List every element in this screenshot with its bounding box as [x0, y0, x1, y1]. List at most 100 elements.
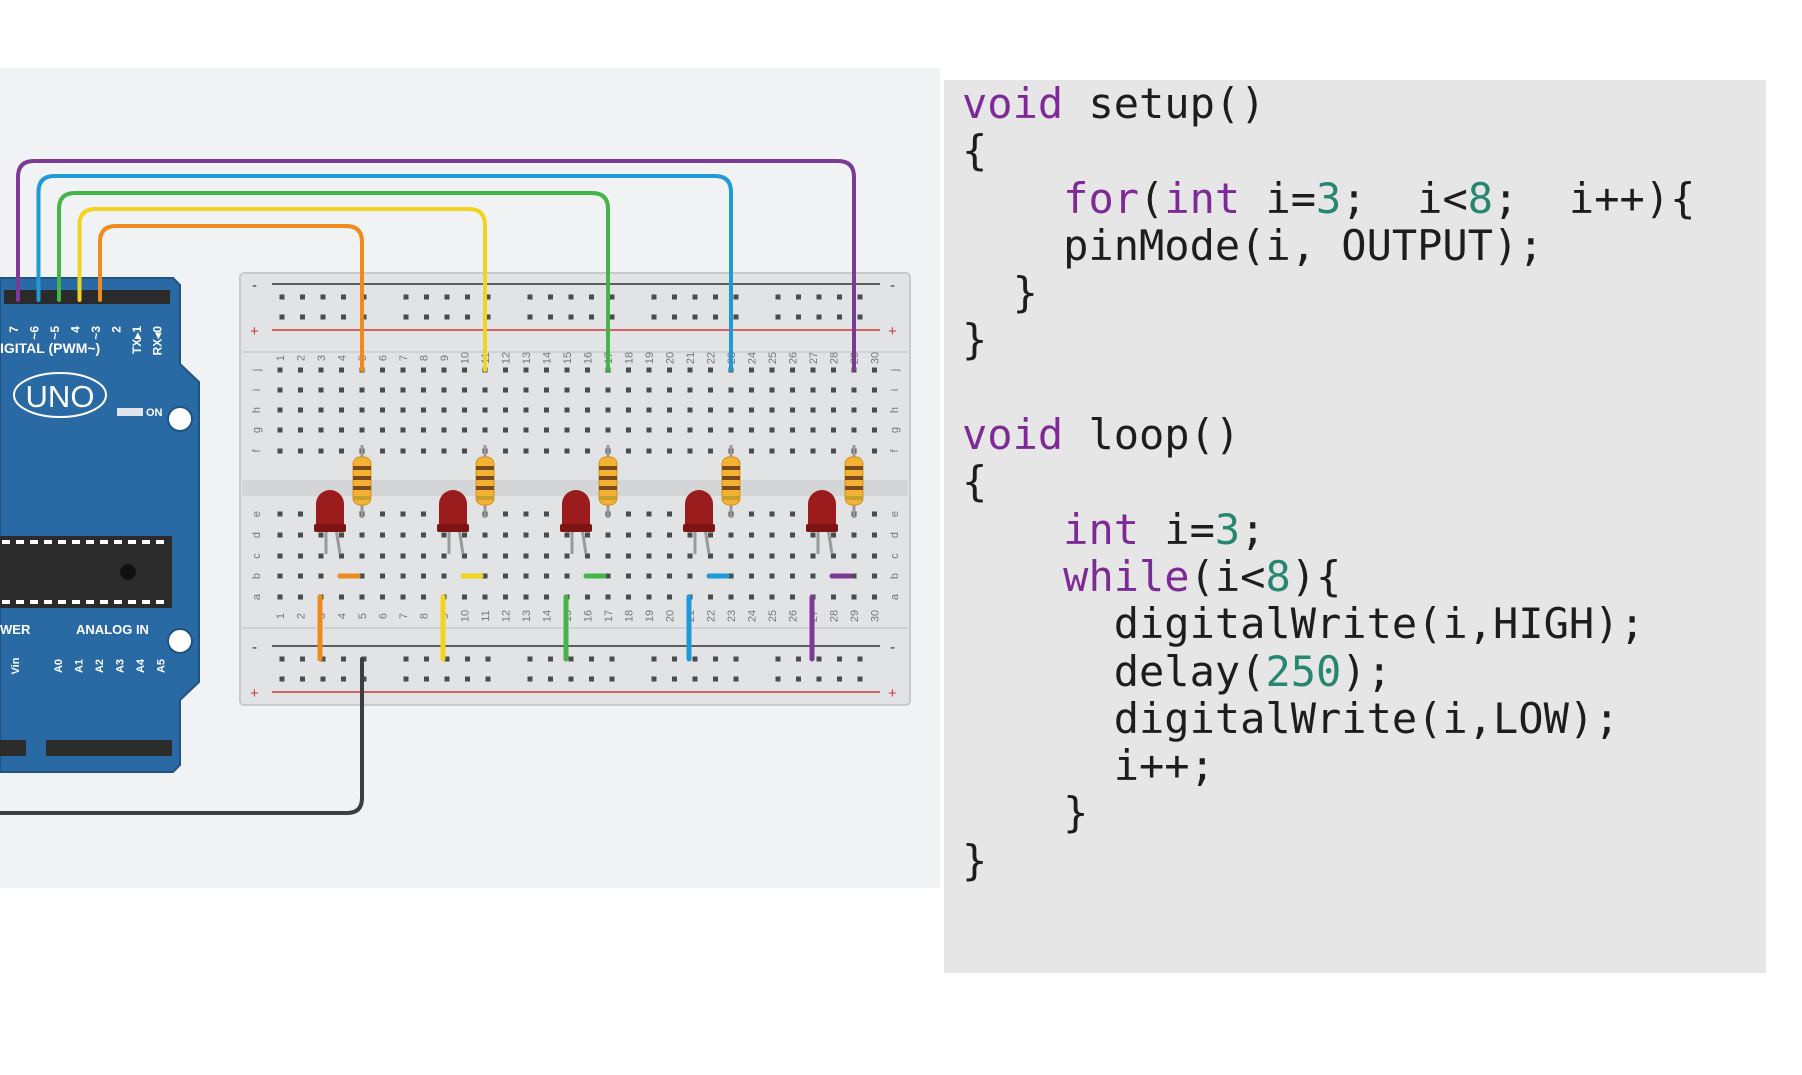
breadboard-hole: [318, 448, 324, 454]
column-number: 21: [685, 352, 697, 364]
rail-hole: [424, 656, 429, 662]
rail-hole: [465, 294, 470, 300]
rail-plus-bottom-left: +: [250, 685, 259, 702]
row-letter: d: [889, 532, 901, 538]
analog-header-strip: [46, 740, 172, 756]
code-line: void loop(): [962, 410, 1240, 459]
breadboard-hole: [318, 553, 324, 559]
code-line: delay(250);: [962, 647, 1392, 696]
breadboard-hole: [298, 594, 303, 600]
row-letter: c: [889, 553, 901, 559]
breadboard-hole: [523, 407, 529, 413]
breadboard-hole: [277, 511, 283, 517]
column-number: 9: [439, 355, 451, 361]
breadboard-hole: [400, 573, 406, 579]
rail-minus-top-left: -: [252, 277, 257, 294]
leds: [314, 490, 838, 555]
rail-hole: [300, 294, 305, 300]
breadboard-hole: [359, 427, 365, 433]
row-letter: i: [251, 389, 263, 391]
column-number: 2: [296, 613, 308, 619]
breadboard-hole: [851, 387, 857, 393]
rail-hole: [796, 294, 801, 300]
breadboard-hole: [421, 553, 426, 559]
breadboard-hole: [380, 553, 385, 559]
rail-hole: [672, 656, 677, 662]
breadboard-hole: [544, 573, 549, 579]
breadboard-hole: [708, 448, 713, 454]
breadboard-hole: [728, 427, 734, 433]
breadboard-hole: [523, 511, 529, 517]
code-token: loop(): [1063, 410, 1241, 460]
breadboard-hole: [831, 367, 836, 373]
breadboard-hole: [872, 511, 877, 517]
rail-plus-bottom-right: +: [888, 685, 897, 702]
mounting-hole-top: [167, 406, 193, 432]
breadboard-hole: [749, 387, 754, 393]
breadboard-hole: [503, 511, 508, 517]
rail-hole: [300, 676, 305, 682]
breadboard-hole: [544, 367, 549, 373]
breadboard-hole: [400, 407, 406, 413]
resistor: [598, 445, 618, 518]
breadboard-hole: [585, 594, 590, 600]
breadboard-hole: [462, 407, 467, 413]
rail-hole: [589, 676, 594, 682]
code-line: }: [962, 268, 1038, 317]
code-number: 250: [1265, 646, 1342, 696]
breadboard-hole: [277, 407, 283, 413]
breadboard-hole: [687, 573, 693, 579]
breadboard-hole: [708, 427, 713, 433]
code-token: ;: [1240, 504, 1266, 554]
breadboard-hole: [523, 427, 529, 433]
column-number: 13: [521, 610, 533, 622]
breadboard-hole: [462, 553, 467, 559]
breadboard-hole: [400, 511, 406, 517]
breadboard-hole: [728, 532, 734, 538]
breadboard-hole: [523, 367, 529, 373]
code-line: void setup(): [962, 79, 1265, 128]
breadboard-hole: [667, 594, 672, 600]
breadboard-hole: [831, 407, 836, 413]
rail-plus-top-right: +: [888, 323, 897, 340]
rail-hole: [816, 676, 822, 682]
breadboard-hole: [564, 532, 570, 538]
row-letter: j: [251, 369, 263, 372]
breadboard-hole: [851, 407, 857, 413]
code-token: digitalWrite(i,HIGH);: [962, 599, 1645, 649]
breadboard-hole: [380, 407, 385, 413]
analog-pin-label: A5: [156, 659, 168, 673]
breadboard-hole: [277, 427, 283, 433]
breadboard-hole: [380, 427, 385, 433]
breadboard-hole: [769, 532, 775, 538]
rail-hole: [796, 656, 801, 662]
breadboard-hole: [790, 553, 795, 559]
rail-hole: [651, 294, 657, 300]
code-keyword: int: [1063, 504, 1140, 554]
breadboard-hole: [462, 387, 467, 393]
rail-hole: [403, 676, 409, 682]
rail-hole: [692, 294, 698, 300]
breadboard-hole: [400, 553, 406, 559]
breadboard-hole: [749, 573, 754, 579]
breadboard-hole: [605, 387, 611, 393]
breadboard-hole: [687, 532, 693, 538]
wire-pin-4: [77, 207, 487, 372]
breadboard-hole: [626, 367, 631, 373]
breadboard-hole: [646, 407, 652, 413]
circuit-svg: - + - + - + - + 112233445566778899101011…: [0, 159, 911, 815]
code-token: }: [962, 268, 1038, 318]
code-token: [962, 552, 1063, 601]
column-number: 26: [788, 610, 800, 622]
breadboard-hole: [708, 553, 713, 559]
column-number: 17: [603, 610, 615, 622]
breadboard-hole: [503, 553, 508, 559]
breadboard-hole: [749, 553, 754, 559]
rail-hole: [816, 314, 822, 320]
breadboard-hole: [339, 594, 344, 600]
breadboard-hole: [462, 594, 467, 600]
breadboard-hole: [339, 532, 344, 538]
rail-hole: [341, 656, 346, 662]
code-token: ; i<: [1341, 173, 1468, 223]
